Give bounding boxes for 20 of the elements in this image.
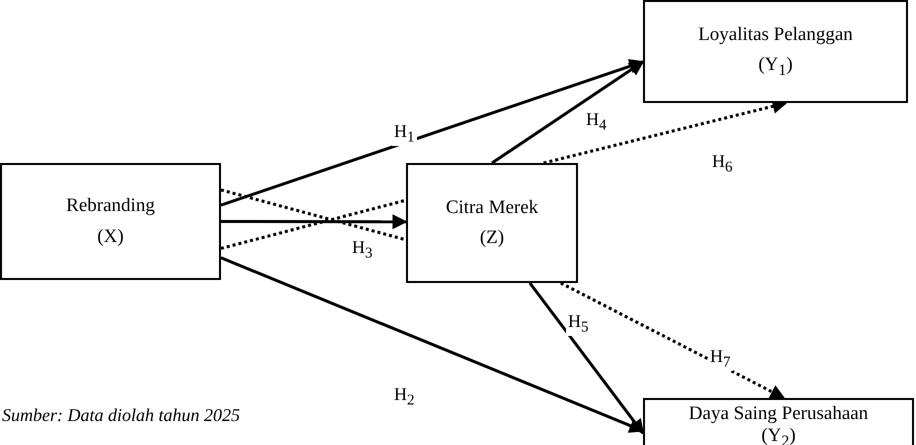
variable-box: [406, 163, 578, 283]
arrow: [528, 282, 644, 434]
variable-box: [643, 398, 914, 445]
arrow: [220, 59, 644, 207]
hypothesis-label: H$_{7}$: [708, 347, 732, 372]
source-caption: Sumber: Data diolah tahun 2025: [2, 405, 240, 426]
arrow: [491, 60, 644, 164]
variable-name: Citra Merek: [446, 196, 538, 220]
variable-name: Rebranding: [66, 194, 155, 218]
arrow: [221, 214, 408, 230]
variable-name: Daya Saing Perusahaan: [688, 403, 868, 425]
hypothesis-label: H$_{1}$: [392, 122, 416, 146]
variable-name: Loyalitas Pelanggan: [698, 22, 853, 47]
variable-symbol: (Z): [480, 226, 504, 250]
hypothesis-label: H$_{5}$: [566, 312, 590, 336]
variable-symbol: (Y$_{1}$): [758, 53, 793, 81]
variable-box: [643, 0, 908, 103]
variable-box: [0, 163, 221, 280]
variable-symbol: (X): [97, 224, 124, 248]
dotted-arrow: [560, 282, 786, 400]
